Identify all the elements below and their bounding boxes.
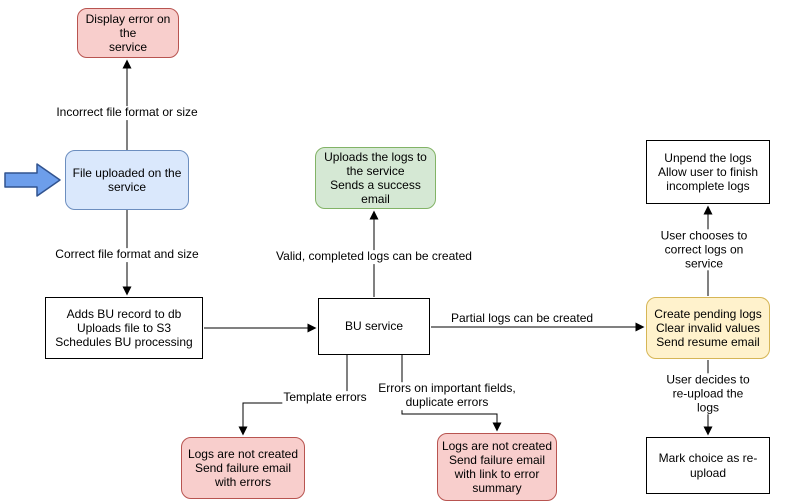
node-create-pending-logs: Create pending logs Clear invalid values…	[646, 297, 770, 359]
input-pointer-arrow	[4, 163, 61, 197]
node-display-error: Display error on the service	[77, 8, 179, 58]
edge-label-correct-format: Correct file format and size	[54, 247, 200, 262]
node-file-uploaded-label: File uploaded on the service	[72, 165, 182, 194]
node-success-email-label: Uploads the logs to the service Sends a …	[324, 149, 427, 207]
node-success-email: Uploads the logs to the service Sends a …	[315, 147, 436, 209]
edge-label-choose-correct: User chooses to correct logs on service	[655, 228, 753, 271]
node-fail-template-label: Logs are not created Send failure email …	[187, 446, 299, 490]
node-file-uploaded: File uploaded on the service	[65, 150, 189, 210]
edge-label-reupload: User decides to re-upload the logs	[661, 372, 755, 415]
node-mark-reupload-label: Mark choice as re- upload	[658, 451, 758, 480]
edge-label-valid-logs: Valid, completed logs can be created	[275, 249, 473, 264]
node-unpend-logs-label: Unpend the logs Allow user to finish inc…	[657, 150, 759, 194]
edge-label-important-fields: Errors on important fields, duplicate er…	[377, 381, 517, 410]
node-fail-fields-label: Logs are not created Send failure email …	[441, 438, 553, 496]
node-fail-fields: Logs are not created Send failure email …	[437, 433, 557, 501]
node-create-pending-logs-label: Create pending logs Clear invalid values…	[654, 306, 762, 350]
node-unpend-logs: Unpend the logs Allow user to finish inc…	[646, 140, 770, 204]
node-adds-bu-record-label: Adds BU record to db Uploads file to S3 …	[55, 306, 193, 350]
node-display-error-label: Display error on the service	[85, 11, 171, 55]
node-mark-reupload: Mark choice as re- upload	[646, 437, 770, 494]
node-fail-template: Logs are not created Send failure email …	[181, 437, 305, 499]
node-bu-service: BU service	[318, 298, 430, 355]
edge-label-template-errors: Template errors	[282, 390, 368, 405]
edge-label-incorrect-format: Incorrect file format or size	[55, 105, 199, 120]
node-adds-bu-record: Adds BU record to db Uploads file to S3 …	[45, 297, 203, 359]
edge-label-partial-logs: Partial logs can be created	[449, 311, 595, 326]
node-bu-service-label: BU service	[344, 319, 403, 334]
